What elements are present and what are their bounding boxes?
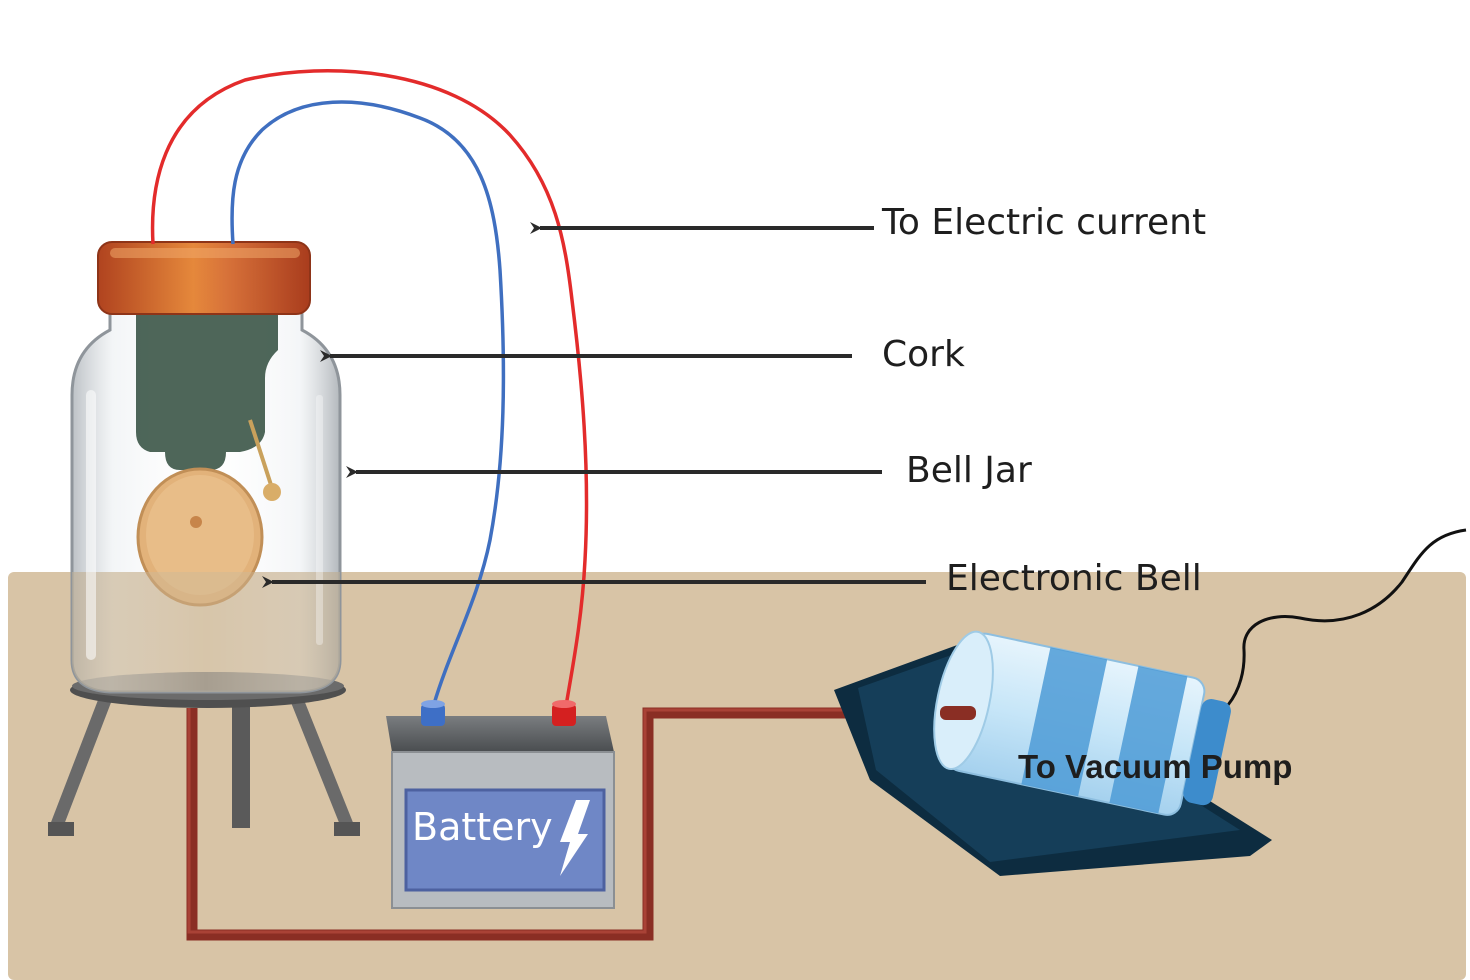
- vacuum-pump-label: To Vacuum Pump: [1018, 748, 1292, 785]
- blue-terminal: [421, 704, 445, 726]
- red-wire: [150, 69, 589, 707]
- vacuum-pump: To Vacuum Pump: [834, 528, 1467, 876]
- label-cork: Cork: [882, 334, 965, 375]
- label-bell-jar: Bell Jar: [906, 450, 1032, 491]
- bell-jar: [70, 298, 342, 694]
- battery: Battery: [386, 700, 615, 909]
- vacuum-tube-highlight: [187, 708, 972, 934]
- label-electronic-bell: Electronic Bell: [946, 558, 1202, 599]
- tube-end: [940, 706, 976, 720]
- red-terminal: [552, 704, 576, 726]
- annotation-arrows: [262, 222, 926, 588]
- pump-cable: [1226, 528, 1467, 706]
- label-electric-current: To Electric current: [881, 202, 1206, 243]
- lightning-icon: [560, 800, 590, 876]
- vacuum-tube: [186, 707, 972, 941]
- battery-label: Battery: [412, 805, 553, 849]
- cork: [97, 241, 311, 315]
- blue-wire: [230, 100, 506, 705]
